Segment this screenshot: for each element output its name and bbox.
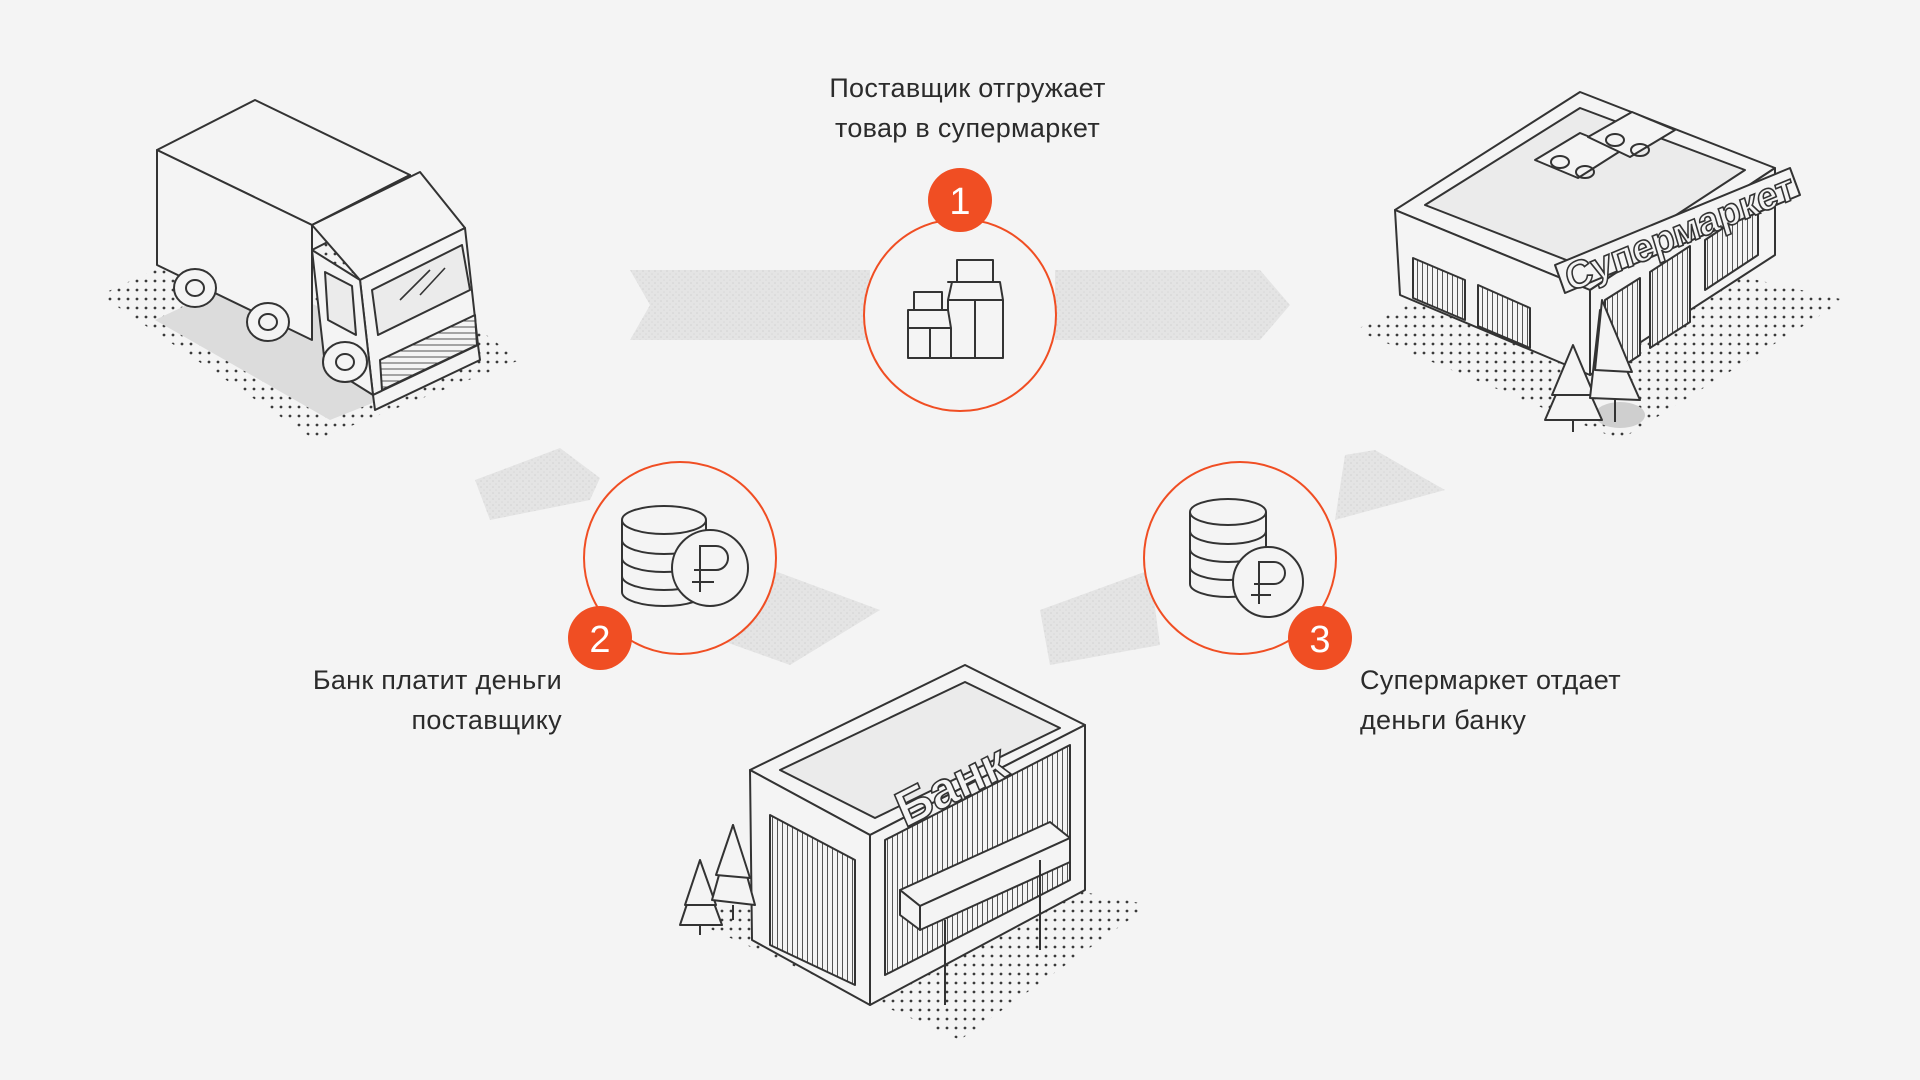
coins-ruble-icon [1189,498,1304,618]
milk-cartons-icon [907,259,1004,359]
svg-text:1: 1 [949,181,970,223]
truck-illustration [100,99,520,440]
step-2-caption-line-1: Банк платит деньги [312,665,562,695]
bank-illustration: Банк [679,664,1150,1040]
step-1-icon-circle [863,218,1057,412]
svg-text:2: 2 [589,619,610,661]
step-3-caption-line-2: деньги банку [1360,705,1527,735]
step-1-badge: 1 [928,168,992,232]
arrow-truck-to-supermarket [630,270,1290,340]
arrow-supermarket-to-bank [1040,450,1445,665]
step-3-icon-circle [1143,461,1337,655]
step-3-caption: Супермаркет отдает деньги банку [1360,660,1760,740]
svg-text:3: 3 [1309,619,1330,661]
step-3-badge: 3 [1288,606,1352,670]
step-1-caption-line-1: Поставщик отгружает [829,73,1106,103]
step-2-caption-line-2: поставщику [411,705,562,735]
step-1-caption-line-2: товар в супермаркет [834,113,1101,143]
step-1-caption: Поставщик отгружает товар в супермаркет [760,68,1175,148]
coins-ruble-icon [621,505,749,607]
step-2-caption: Банк платит деньги поставщику [230,660,562,740]
supermarket-illustration: Супермаркет [1355,91,1845,440]
step-2-badge: 2 [568,606,632,670]
step-3-caption-line-1: Супермаркет отдает [1360,665,1621,695]
step-2-icon-circle [583,461,777,655]
